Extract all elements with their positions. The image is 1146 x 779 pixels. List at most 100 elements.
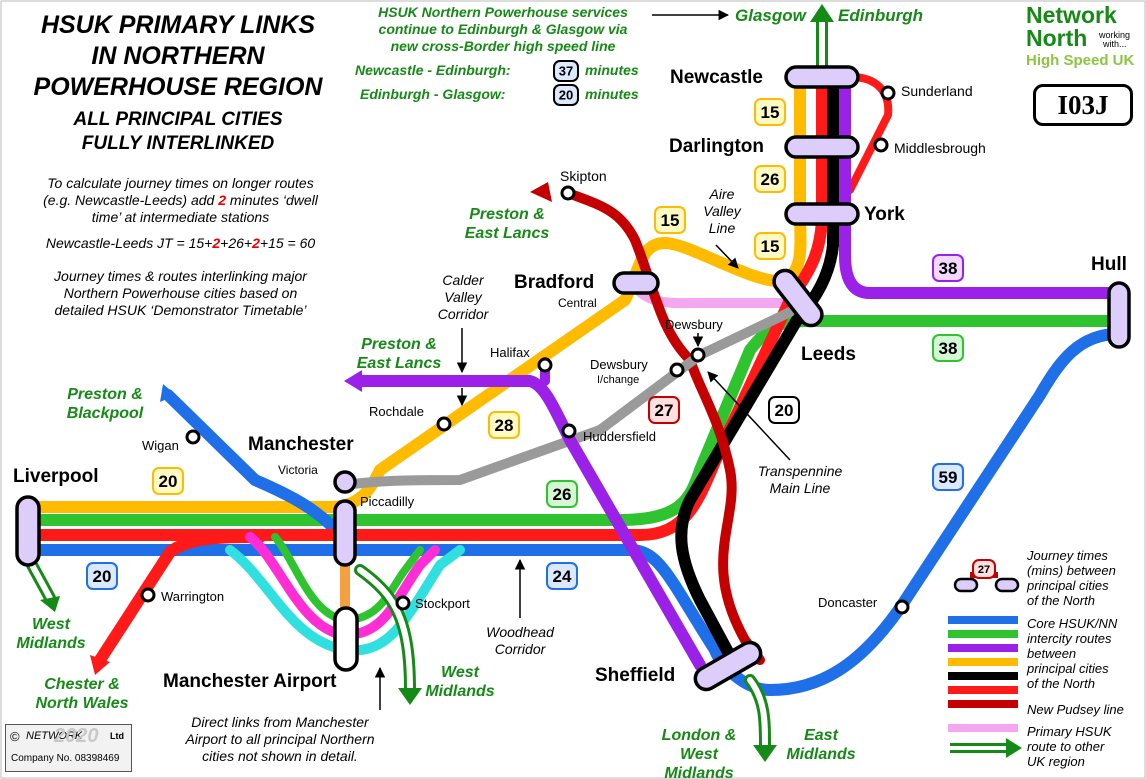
station-wigan[interactable]: [185, 429, 201, 445]
label-leeds: Leeds: [801, 344, 856, 365]
label-huddersfield: Huddersfield: [583, 429, 656, 444]
scotland-row-1-unit: minutes: [585, 62, 639, 78]
station-warrington[interactable]: [140, 587, 156, 603]
dest-edinburgh: Edinburgh: [838, 6, 923, 25]
logo-with: with...: [1103, 39, 1127, 49]
station-doncaster[interactable]: [894, 599, 910, 615]
logo-network: Network: [1026, 2, 1117, 28]
city-pill-hull[interactable]: [1107, 281, 1131, 349]
label-doncaster: Doncaster: [818, 595, 878, 610]
label-hull: Hull: [1091, 254, 1127, 275]
station-dewsbury[interactable]: [690, 347, 706, 363]
label-bradford-central: Central: [558, 296, 597, 310]
copyright-company: Company No. 08398469: [11, 753, 120, 764]
scotland-row-1-label: Newcastle - Edinburgh:: [355, 62, 511, 78]
dwell-example: Newcastle-Leeds JT = 15+2+26+2+15 = 60: [45, 235, 316, 251]
city-pill-sheffield[interactable]: [691, 638, 764, 693]
label-newcastle: Newcastle: [670, 67, 763, 88]
label-warrington: Warrington: [161, 589, 225, 604]
label-bradford: Bradford: [514, 272, 595, 293]
jt-value-liverpool_west: 20: [93, 567, 112, 586]
jt-value-manchester_sheffield: 24: [553, 567, 572, 586]
jt-badge-leeds_sheffield_black: [768, 396, 800, 424]
jt-value-edinburgh: 37: [559, 64, 573, 79]
label-piccadilly: Piccadilly: [360, 494, 415, 509]
dest-preston-east-lancs-1: Preston &East Lancs: [464, 206, 550, 242]
route-darkred: [563, 188, 765, 665]
label-york: York: [864, 204, 905, 225]
subtitle-line-2: FULLY INTERLINKED: [81, 133, 275, 154]
jt-badge-darlington_york: [754, 165, 786, 193]
jt-value-newcastle_darlington: 15: [761, 103, 780, 122]
label-dewsbury-interchange: Dewsbury: [590, 357, 648, 372]
label-manchester: Manchester: [248, 434, 354, 455]
logo-north: North: [1026, 25, 1088, 51]
city-pill-piccadilly[interactable]: [333, 499, 357, 567]
copyright-org: NETWORK: [26, 730, 83, 742]
scotland-note-line-3: new cross-Border high speed line: [390, 38, 616, 54]
jt-value-manchester_leeds_green: 26: [553, 485, 572, 504]
primary-route-west-midlands-2-arrow: [398, 688, 422, 705]
station-rochdale[interactable]: [436, 416, 452, 432]
station-dewsbury-interchange[interactable]: [669, 362, 685, 378]
city-pill-york[interactable]: [784, 202, 860, 226]
station-skipton[interactable]: [560, 185, 576, 201]
route-purple: [839, 71, 1124, 299]
legend-sample-pill-right: [994, 577, 1020, 593]
city-pill-liverpool[interactable]: [15, 495, 41, 567]
route-blue: [22, 328, 1124, 696]
arrow-chester-red: [90, 655, 110, 675]
city-pill-bradford[interactable]: [612, 271, 660, 295]
city-pill-newcastle[interactable]: [784, 65, 860, 89]
scotland-row-2-unit: minutes: [585, 86, 639, 102]
pointer-aire-valley: [715, 244, 739, 269]
label-halifax: Halifax: [490, 345, 530, 360]
jt-badge-legend-sample: [972, 559, 996, 579]
jt-value-leeds_hull_north: 38: [939, 259, 958, 278]
primary-route-south-arrow: [753, 745, 777, 762]
city-pill-darlington[interactable]: [784, 135, 860, 159]
city-pill-victoria[interactable]: [333, 470, 357, 494]
jt-value-darlington_york: 26: [761, 170, 780, 189]
dest-preston-east-lancs-2: Preston &East Lancs: [356, 336, 442, 372]
jt-value-hull_sheffield: 59: [939, 468, 958, 487]
dwell-note-line-3: time’ at intermediate stations: [91, 209, 270, 225]
jt-badge-glasgow: [553, 84, 579, 106]
jt-badge-edinburgh: [553, 60, 579, 82]
arrow-skipton-darkred: [530, 182, 552, 202]
interlink-note-line-1: Journey times & routes interlinking majo…: [54, 268, 307, 284]
route-grey: [340, 307, 795, 490]
primary-route-south-inner: [747, 677, 768, 748]
dest-preston-blackpool: Preston &Blackpool: [66, 386, 144, 422]
primary-route-west-midlands-1-inner: [29, 562, 53, 601]
jt-badge-york_leeds: [754, 232, 786, 260]
label-victoria: Victoria: [278, 463, 318, 477]
station-sunderland[interactable]: [880, 85, 896, 101]
city-pill-leeds[interactable]: [770, 266, 827, 330]
jt-value-leeds_sheffield_red: 27: [655, 401, 674, 420]
jt-badge-hull_sheffield: [932, 463, 964, 491]
station-middlesbrough[interactable]: [873, 137, 889, 153]
title-line-2: IN NORTHERN: [91, 42, 265, 70]
station-halifax[interactable]: [537, 357, 553, 373]
jt-badge-liverpool_manchester: [152, 467, 184, 495]
label-middlesbrough: Middlesbrough: [894, 140, 986, 156]
city-pill-manchester-airport[interactable]: [333, 606, 359, 672]
scotland-row-2-label: Edinburgh - Glasgow:: [360, 86, 506, 102]
pointer-transpennine: [707, 371, 791, 461]
jt-badge-leeds_sheffield_red: [648, 396, 680, 424]
legend-primary-route-arrow: [1006, 738, 1022, 758]
station-stockport[interactable]: [395, 595, 411, 611]
station-huddersfield[interactable]: [561, 423, 577, 439]
label-sunderland: Sunderland: [901, 83, 973, 99]
primary-route-north-arrow: [810, 4, 834, 22]
jt-value-skipton_bradford: 15: [661, 211, 680, 230]
title-line-1: HSUK PRIMARY LINKS: [40, 11, 316, 39]
label-dewsbury: Dewsbury: [665, 317, 723, 332]
jt-badge-manchester_sheffield: [546, 562, 578, 590]
